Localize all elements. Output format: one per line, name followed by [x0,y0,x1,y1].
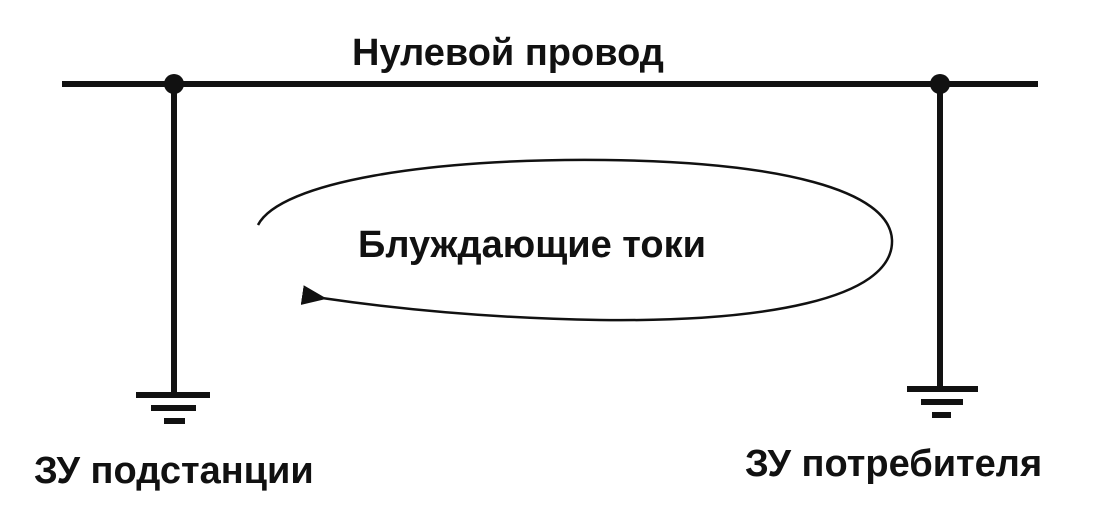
consumer-ground-label: ЗУ потребителя [745,443,1043,485]
substation-ground-symbol [136,392,210,424]
neutral-wire-label: Нулевой провод [352,32,664,74]
consumer-ground-symbol [907,386,978,418]
stray-current-loop [256,158,894,322]
substation-ground-label: ЗУ подстанции [34,450,314,492]
stray-currents-label: Блуждающие токи [358,224,707,266]
